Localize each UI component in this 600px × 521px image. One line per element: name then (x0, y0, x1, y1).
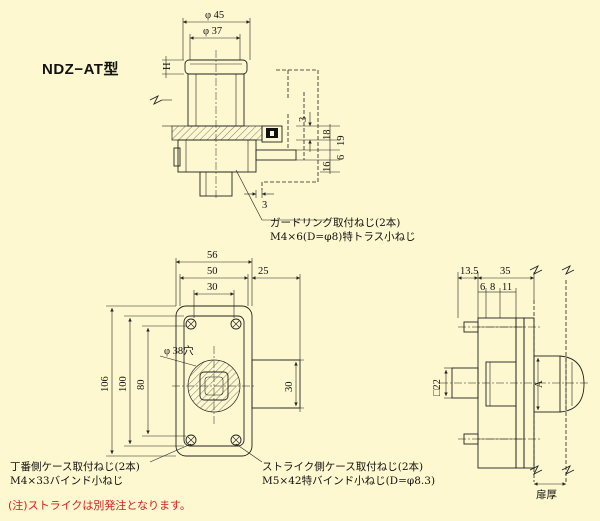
dim-25: 25 (258, 266, 269, 277)
dim-phi45: φ 45 (205, 10, 224, 21)
dim-19: 19 (336, 136, 347, 147)
dim-16: 16 (322, 162, 333, 173)
dim-50: 50 (207, 266, 218, 277)
dim-phi37: φ 37 (203, 26, 222, 37)
model-label: NDZ−AT型 (42, 61, 119, 78)
door-thickness-label: 扉厚 (536, 488, 557, 501)
dim-8-side: 8 (490, 282, 495, 293)
dim-6: 6 (336, 155, 347, 160)
guard-ring-title: ガードリング取付ねじ(2本) (270, 217, 401, 229)
dim-56: 56 (207, 250, 218, 261)
dim-35: 35 (500, 266, 511, 277)
dim-square-22: □22 (432, 379, 443, 396)
hinge-case-title: 丁番側ケース取付ねじ(2本) (10, 461, 140, 473)
hinge-case-spec: M4×33バインド小ねじ (10, 475, 124, 487)
strike-case-spec: M5×42特バインド小ねじ(D=φ8.3) (262, 475, 436, 487)
strike-footnote: (注)ストライクは別発注となります。 (8, 499, 191, 512)
dim-100: 100 (118, 376, 129, 392)
strike-case-note: ストライク側ケース取付ねじ(2本) M5×42特バインド小ねじ(D=φ8.3) (262, 460, 435, 488)
dim-30-right: 30 (284, 382, 295, 393)
side-view: 13.5 35 6 8 11 □22 A 扉厚 (432, 264, 590, 501)
top-view: φ 45 φ 37 H 3 18 19 6 16 3 (149, 10, 347, 221)
dim-3-top: 3 (298, 117, 309, 122)
hinge-case-note: 丁番側ケース取付ねじ(2本) M4×33バインド小ねじ (10, 460, 140, 488)
dim-a: A (534, 380, 545, 388)
dim-6-side: 6 (480, 282, 485, 293)
guard-ring-note: ガードリング取付ねじ(2本) M4×6(D=φ8)特トラス小ねじ (270, 216, 416, 244)
dim-18: 18 (322, 130, 333, 141)
dim-13-5: 13.5 (460, 266, 478, 277)
front-view: 56 50 30 25 106 100 80 30 φ 38穴 (100, 250, 304, 463)
strike-case-title: ストライク側ケース取付ねじ(2本) (262, 461, 424, 473)
dim-106: 106 (100, 376, 111, 392)
dim-h: H (162, 62, 173, 70)
dim-3-bottom: 3 (262, 200, 267, 211)
dim-80: 80 (136, 380, 147, 391)
dim-30-top: 30 (207, 282, 218, 293)
dim-11-side: 11 (502, 282, 512, 293)
dim-phi38-hole: φ 38穴 (164, 344, 194, 357)
guard-ring-spec: M4×6(D=φ8)特トラス小ねじ (270, 231, 416, 243)
